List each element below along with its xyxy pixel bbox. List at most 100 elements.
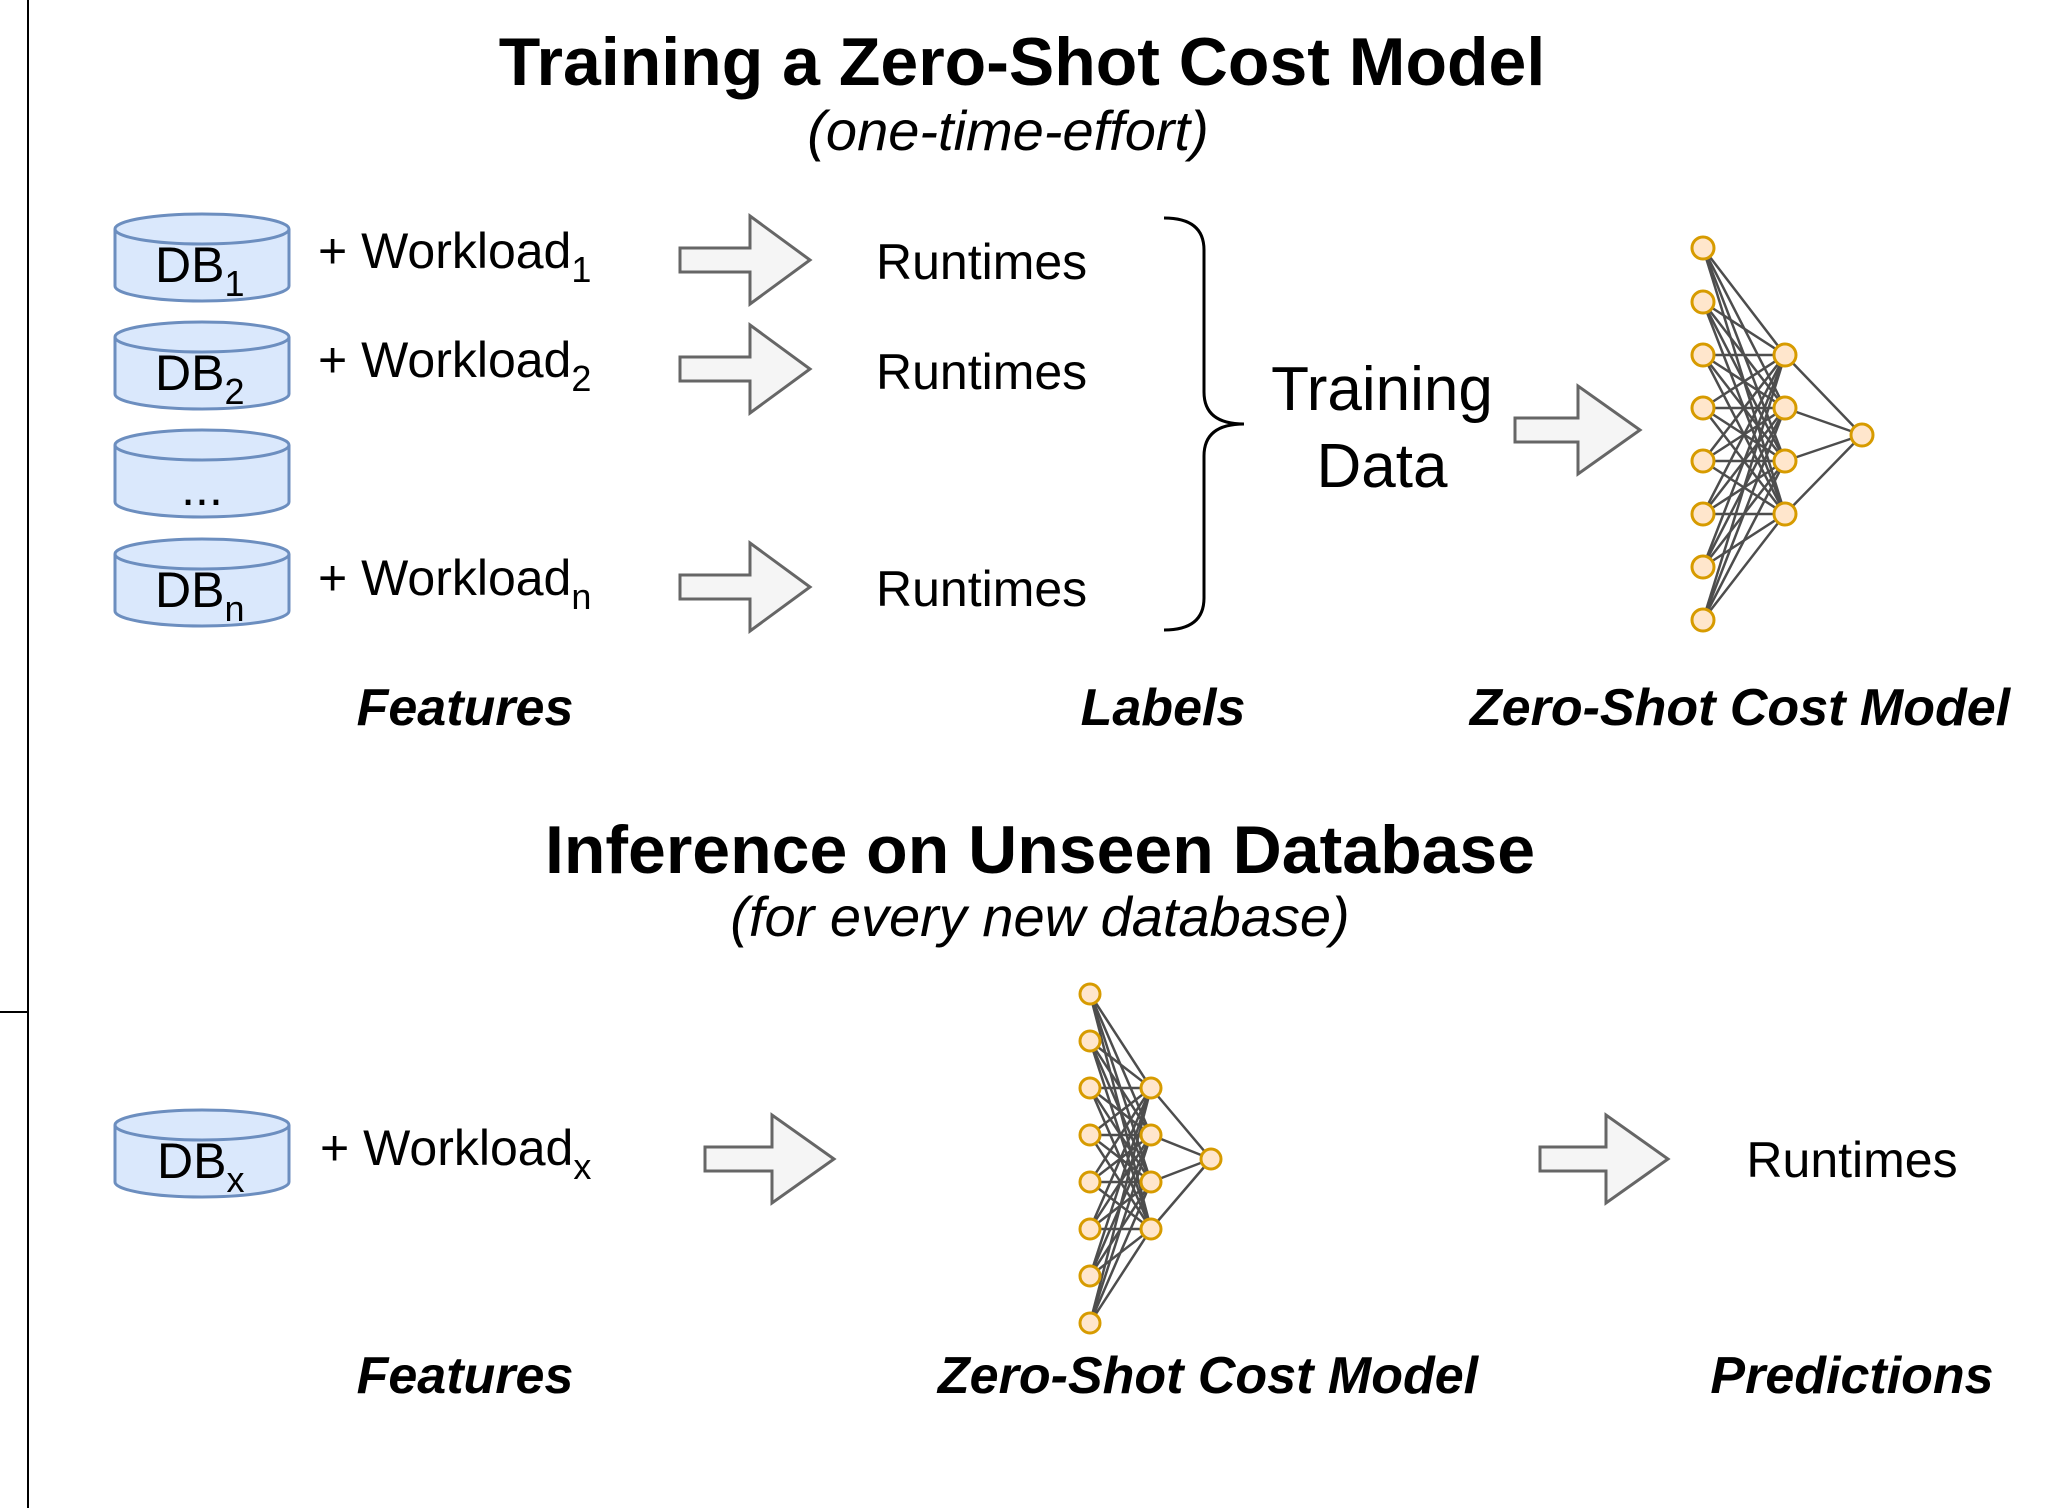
nn-node [1849,422,1875,448]
nn-node [1690,395,1716,421]
nn-edge [1702,353,1786,410]
nn-node [1139,1123,1163,1147]
caption-model: Zero-Shot Cost Model [1468,679,2012,737]
nn-node [1690,448,1716,474]
nn-edge [1088,1087,1153,1277]
training-subtitle: (one-time-effort) [807,99,1208,162]
svg-text:+ Workloadn: + Workloadn [318,550,591,617]
nn-node [1078,1264,1102,1288]
nn-edge [1784,354,1863,436]
neural-network-icon [1690,235,1875,633]
nn-node [1078,1029,1102,1053]
workload-label-n: + Workload [318,550,571,606]
nn-node [1690,235,1716,261]
runtimes-label-x: Runtimes [1746,1132,1957,1188]
db-cylinder-1: DB1 [113,212,291,304]
nn-node [1690,607,1716,633]
nn-edge [1702,247,1786,356]
nn-edge [1088,1087,1153,1324]
nn-node [1772,501,1798,527]
inference-subtitle: (for every new database) [730,885,1349,948]
arrow-right-icon [678,322,813,416]
nn-edge [1088,1087,1153,1230]
nn-node [1690,342,1716,368]
nn-edge [1088,1134,1153,1324]
db-label-ellipsis: ... [181,460,223,516]
training-title: Training a Zero-Shot Cost Model [499,24,1545,100]
nn-node [1078,1076,1102,1100]
db-cylinder-n: DBn [113,537,291,629]
runtimes-label-2: Runtimes [876,344,1087,400]
nn-edge [1089,1040,1152,1089]
caption-predictions: Predictions [1710,1347,1993,1405]
nn-edge [1784,406,1863,437]
arrow-right-icon [703,1112,837,1206]
nn-edge [1088,993,1153,1089]
nn-edge [1701,354,1787,515]
db-label-x: DB [157,1133,226,1189]
workload-sub-x: x [573,1146,591,1187]
arrow-right-icon [1538,1112,1671,1206]
workload-sub-2: 2 [571,358,591,399]
nn-node [1139,1076,1163,1100]
nn-node [1078,1311,1102,1335]
db-cylinder-2: DB2 [113,320,291,412]
caption-features: Features [357,679,574,737]
nn-edge [1088,1087,1153,1183]
workload-label-2: + Workload [318,332,571,388]
nn-edge [1150,1087,1212,1160]
nn-edge [1088,1181,1153,1324]
db-sub-x: x [226,1159,244,1200]
workload-label-1: + Workload [318,223,571,279]
nn-node [1690,554,1716,580]
nn-edge [1701,460,1787,621]
caption-features: Features [357,1347,574,1405]
nn-edge [1089,1087,1152,1136]
nn-edge [1784,433,1863,463]
svg-text:+ Workloadx: + Workloadx [320,1120,591,1187]
nn-node [1078,1170,1102,1194]
nn-edge [1150,1158,1212,1230]
curly-brace [1163,216,1245,632]
svg-text:DBn: DBn [155,562,245,629]
runtimes-label-1: Runtimes [876,234,1087,290]
svg-text:DB1: DB1 [155,237,245,304]
runtimes-label-n: Runtimes [876,561,1087,617]
nn-edge [1701,354,1787,621]
nn-node [1772,342,1798,368]
inference-title: Inference on Unseen Database [545,812,1535,888]
db-sub-2: 2 [224,371,244,412]
nn-edge [1088,1228,1153,1324]
workload-label-x: + Workload [320,1120,573,1176]
arrow-right-icon [678,213,813,307]
db-label-2: DB [155,345,224,401]
nn-node [1690,289,1716,315]
nn-node [1139,1170,1163,1194]
workload-sub-n: n [571,576,591,617]
workload-sub-1: 1 [571,249,591,290]
db-sub-n: n [224,588,244,629]
nn-node [1078,1217,1102,1241]
neural-network-icon [1078,982,1223,1335]
nn-node [1772,395,1798,421]
caption-labels: Labels [1081,679,1246,737]
nn-node [1690,501,1716,527]
arrow-right-icon [1513,383,1643,477]
training-data-line2: Data [1317,432,1448,501]
svg-text:DBx: DBx [157,1133,244,1200]
db-sub-1: 1 [224,263,244,304]
svg-text:+ Workload1: + Workload1 [318,223,591,290]
training-data-line1: Training [1271,355,1493,424]
db-label-1: DB [155,237,224,293]
nn-edge [1702,513,1786,621]
db-label-n: DB [155,562,224,618]
nn-node [1139,1217,1163,1241]
nn-edge [1702,300,1786,357]
nn-node [1078,982,1102,1006]
nn-node [1199,1147,1223,1171]
arrow-right-icon [678,540,813,634]
nn-edge [1701,407,1787,621]
nn-node [1772,448,1798,474]
nn-edge [1784,434,1863,515]
